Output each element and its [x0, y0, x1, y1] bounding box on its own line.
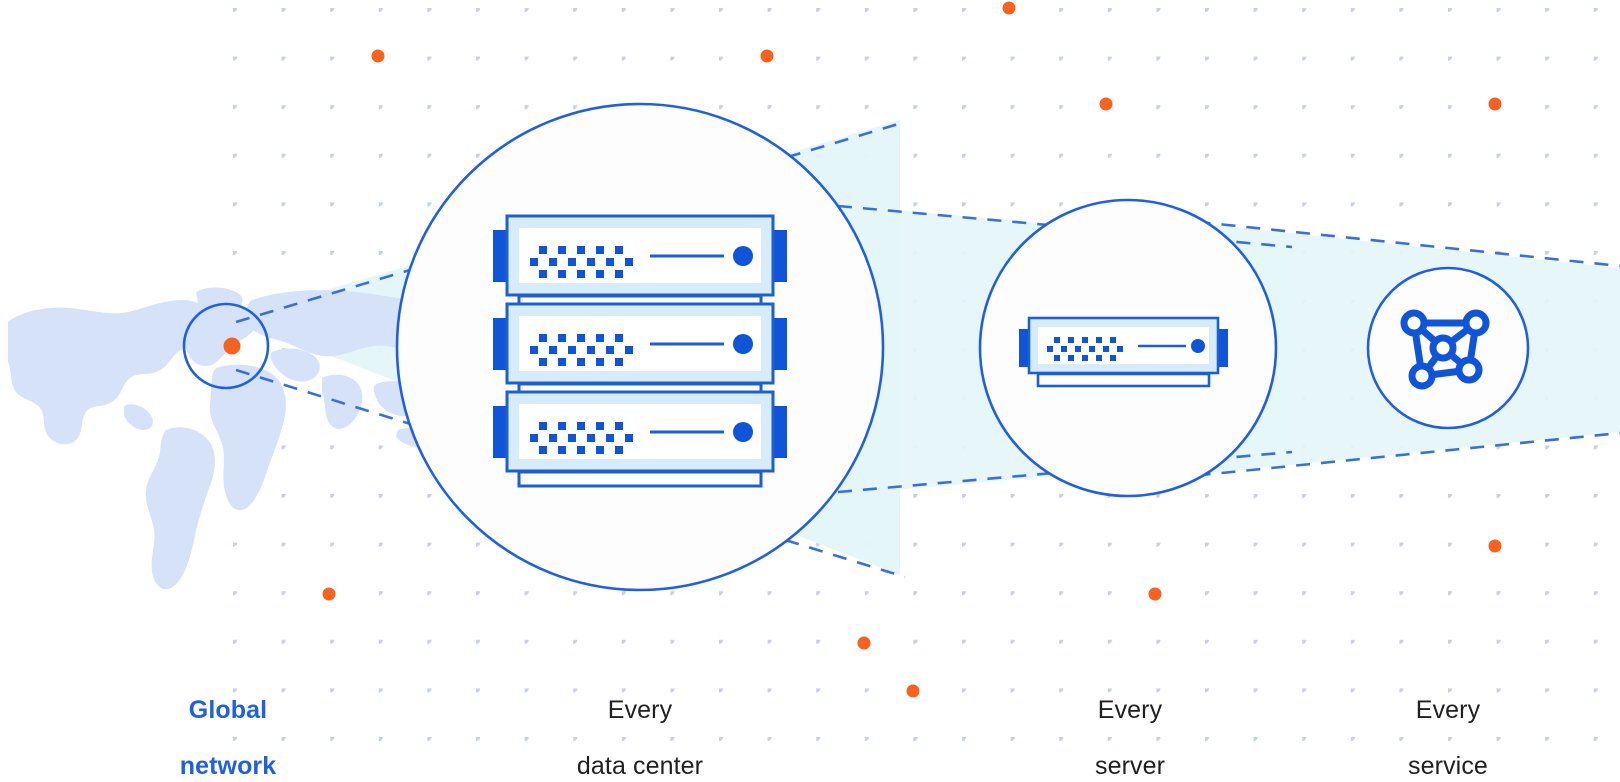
rack-unit-1: [493, 214, 787, 312]
rack-unit-2: [493, 302, 787, 400]
network-nodes-icon: [1400, 309, 1490, 390]
server-status-dot: [1191, 339, 1205, 353]
server-led-grid: [1047, 337, 1123, 361]
rack-led-grid-1: [530, 246, 633, 278]
accent-dots: [322, 1, 1502, 698]
node-center: [1429, 334, 1457, 362]
map-highlight-circle: [182, 302, 270, 390]
node-top-right: [1462, 309, 1490, 337]
rack-led-grid-3: [530, 422, 633, 454]
node-bottom-right: [1455, 356, 1483, 384]
dashed-line-global-top: [235, 120, 906, 324]
rack-led-grid-2: [530, 334, 633, 366]
node-top-left: [1400, 309, 1428, 337]
status-dot-1: [733, 246, 753, 266]
rack-unit-3: [493, 390, 787, 488]
status-dot-3: [733, 422, 753, 442]
node-bottom-left: [1408, 362, 1436, 390]
map-location-dot: [223, 337, 241, 355]
single-server-icon: [1019, 316, 1228, 388]
server-rack-icon: [493, 214, 787, 488]
status-dot-2: [733, 334, 753, 354]
